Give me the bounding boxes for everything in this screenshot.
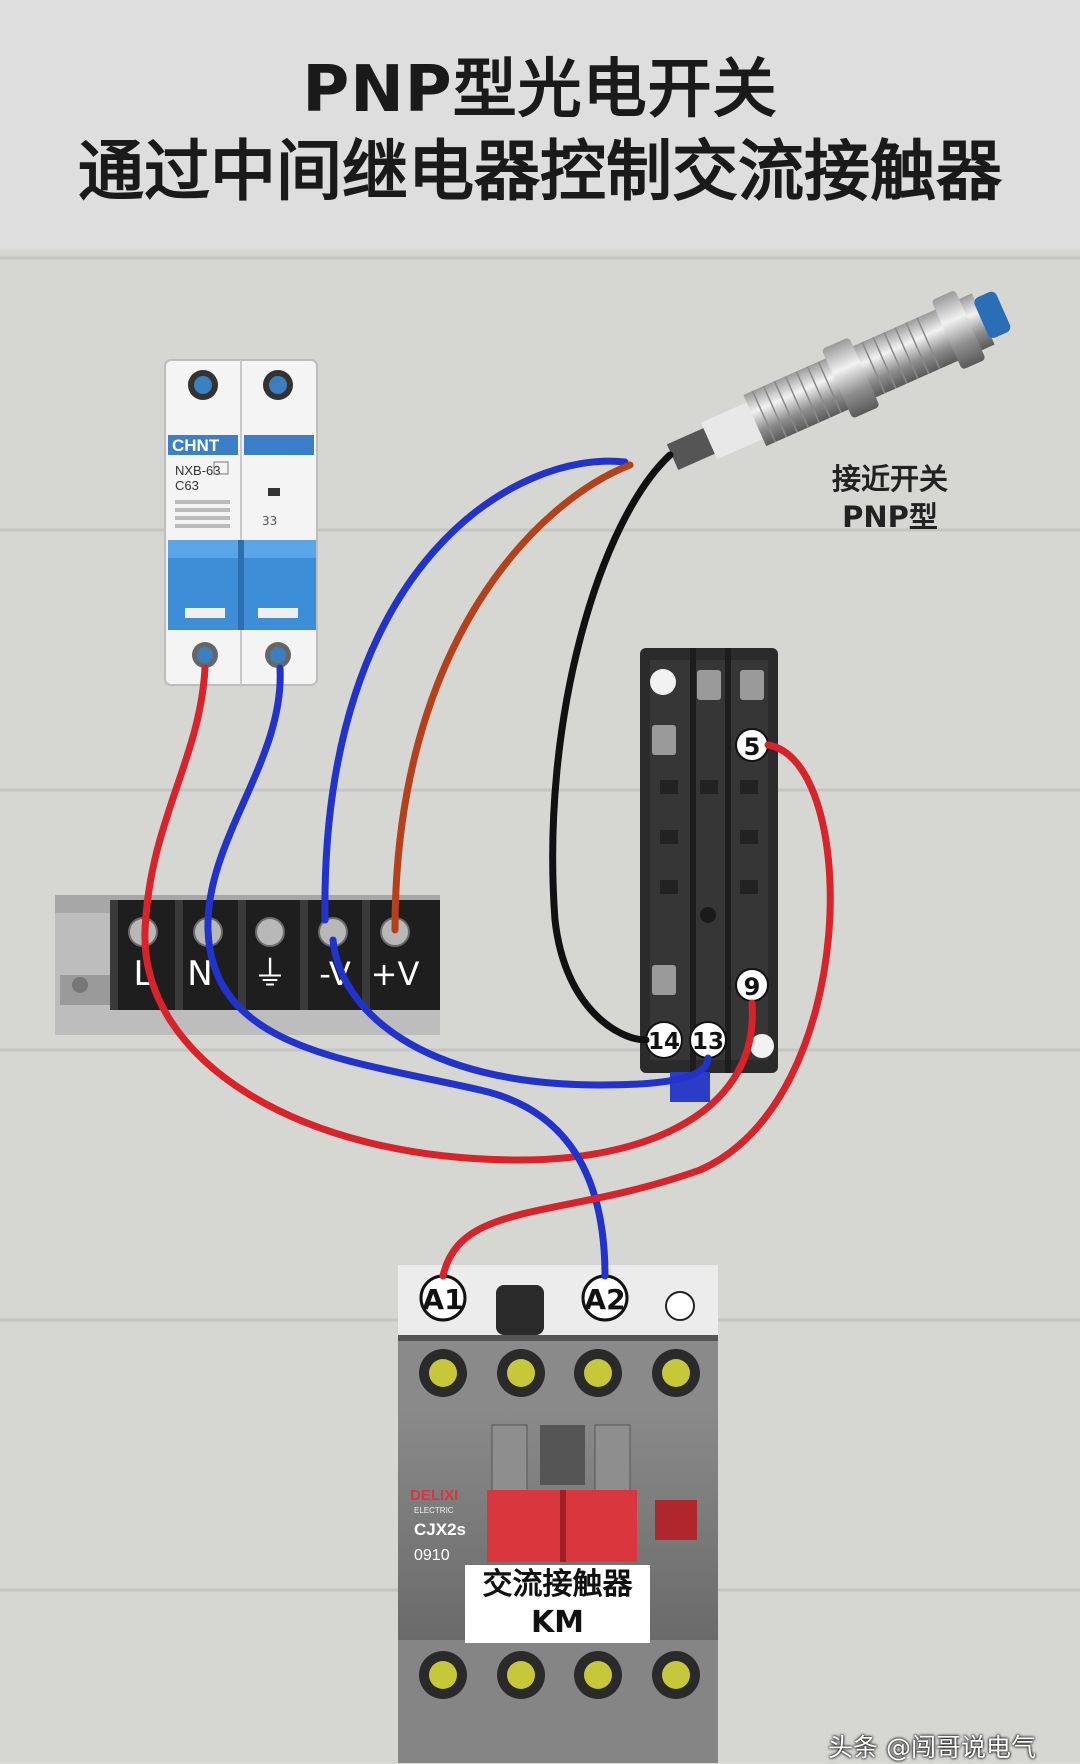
relay-terminal-9: 9 — [744, 973, 761, 1001]
contactor-model: CJX2s — [414, 1520, 466, 1539]
relay-screw-icon — [740, 670, 764, 700]
relay-terminal-13: 13 — [692, 1029, 724, 1055]
contactor-label: 交流接触器 KM — [465, 1565, 650, 1643]
wire-brown-plus-v — [391, 461, 634, 934]
relay-screw-icon — [697, 670, 721, 700]
title-line-1: PNP型光电开关 — [302, 53, 778, 127]
contactor-code: 0910 — [414, 1547, 450, 1564]
terminal-label-plus-v: +V — [371, 955, 420, 993]
coil-terminal-a1: A1 — [422, 1283, 463, 1316]
wire-red-coil — [439, 741, 834, 1280]
wire-black-signal — [549, 451, 674, 1044]
breaker-model: NXB-63 — [175, 463, 221, 478]
proximity-label-line1: 接近开关 — [831, 462, 948, 496]
contactor-brand-sub: ELECTRIC — [414, 1506, 454, 1515]
breaker-rating: C63 — [175, 478, 199, 493]
proximity-switch — [666, 291, 1011, 470]
relay-screw-icon — [652, 965, 676, 995]
relay-terminal-5: 5 — [744, 733, 761, 761]
relay-socket: 5 9 14 13 — [640, 648, 778, 1102]
ac-contactor: DELIXI ELECTRIC CJX2s 0910 A1 A2 — [398, 1265, 718, 1763]
proximity-label-line2: PNP型 — [842, 500, 938, 534]
contactor-label-line2: KM — [530, 1605, 585, 1640]
power-supply: L N ⏚ -V +V — [55, 895, 440, 1035]
proximity-switch-label: 接近开关 PNP型 — [800, 460, 980, 536]
relay-terminal-14: 14 — [648, 1029, 680, 1055]
wires — [141, 451, 834, 1280]
terminal-label-n: N — [187, 954, 212, 994]
wire-blue-minus-v — [329, 936, 712, 1089]
breaker-brand: CHNT — [172, 436, 220, 455]
wire-blue-neutral — [204, 664, 609, 1280]
contactor-brand: DELIXI — [410, 1487, 458, 1504]
wire-blue-sensor — [321, 457, 629, 924]
watermark: 头条 @闯哥说电气 — [828, 1733, 1036, 1762]
title-line-2: 通过中间继电器控制交流接触器 — [78, 133, 1002, 210]
ground-icon: ⏚ — [253, 954, 287, 994]
circuit-breaker: CHNT NXB-63 C63 33 — [164, 359, 318, 686]
relay-screw-icon — [652, 725, 676, 755]
contactor-label-line1: 交流接触器 — [482, 1567, 633, 1602]
wire-red-live — [141, 664, 756, 1164]
svg-text:33: 33 — [262, 514, 277, 528]
coil-terminal-a2: A2 — [584, 1283, 625, 1316]
